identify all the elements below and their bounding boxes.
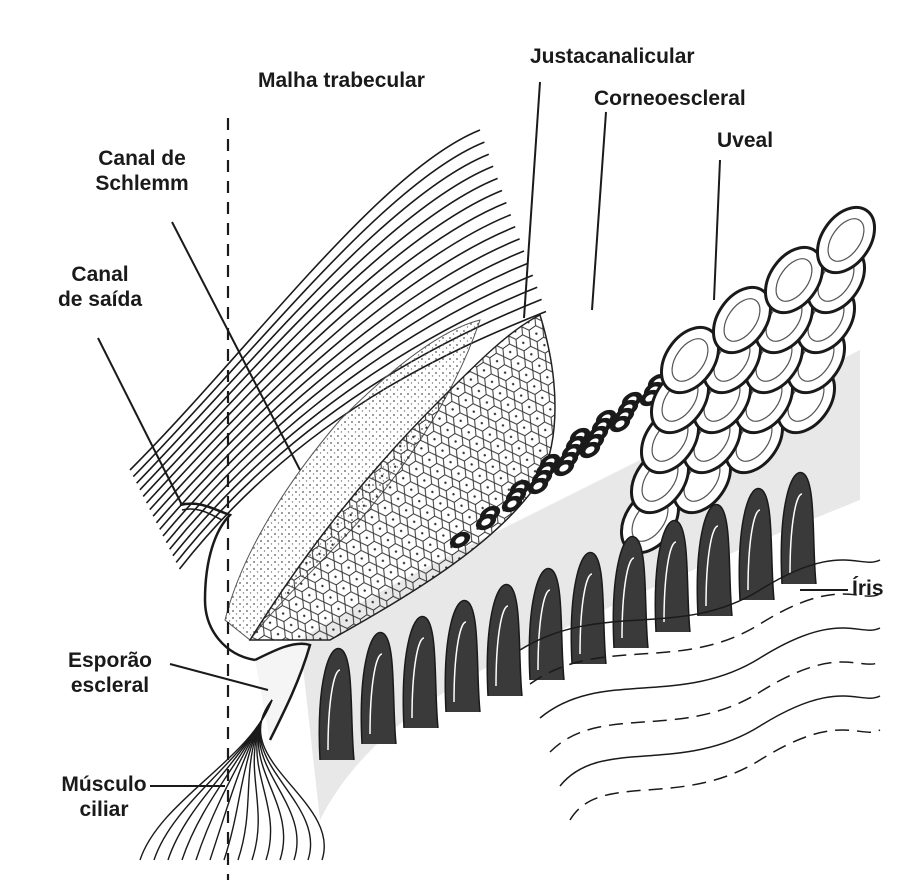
uveal-meshwork [619, 205, 877, 555]
leader-corneoescleral [591, 111, 607, 311]
lamella-line [149, 201, 507, 511]
label-esporao-line1: Esporão [67, 649, 153, 672]
scleral-lamellae [129, 129, 547, 570]
ciliary-fold-highlight [495, 605, 509, 687]
iris-line [569, 729, 881, 821]
label-canal-de-schlemm-line2: Schlemm [95, 172, 189, 195]
sheet-hole-center [507, 500, 517, 508]
muscle-fiber [259, 699, 325, 861]
leader-lines [97, 81, 848, 787]
label-musculo-line1: Músculo [61, 773, 147, 796]
uveal-mesh [763, 245, 825, 315]
sheet-hole-center [481, 518, 491, 526]
ciliary-fold-highlight [747, 509, 761, 591]
corneoscleral-meshwork [248, 313, 556, 641]
label-musculo-line2: ciliar [79, 798, 129, 821]
label-uveal: Uveal [717, 129, 774, 152]
outflow-channel [179, 502, 256, 662]
lamella-line [142, 177, 498, 497]
label-justacanalicular: Justacanalicular [530, 45, 695, 68]
label-corneoescleral: Corneoescleral [594, 87, 746, 110]
label-canal-de-schlemm: Canal de Schlemm [72, 146, 212, 196]
iris-line [539, 627, 881, 719]
uveal-mesh [815, 205, 877, 275]
uveal-mesh-inner [775, 258, 813, 302]
label-canal-de-schlemm-line1: Canal de [98, 147, 186, 170]
sheet-hole-center [585, 446, 595, 454]
lamella-line [132, 141, 485, 478]
label-iris: Íris [852, 577, 884, 600]
lamella-line [175, 298, 542, 563]
uveal-mesh [711, 285, 773, 355]
label-musculo-ciliar: Músculo ciliar [48, 772, 160, 822]
uveal-mesh-inner [671, 338, 709, 382]
label-malha-trabecular: Malha trabecular [258, 69, 425, 92]
leader-esporao [169, 663, 269, 691]
ciliary-fold-highlight [411, 637, 425, 719]
label-esporao-escleral: Esporão escleral [50, 648, 170, 698]
trabecular-sheets [449, 355, 695, 549]
label-canal-de-saida-line2: de saída [57, 288, 143, 311]
lamella-line [172, 286, 538, 557]
label-canal-de-saida-line1: Canal [71, 263, 129, 286]
ciliary-fold-highlight [537, 589, 551, 671]
iris-tissue [519, 559, 881, 821]
sheet-hole-center [615, 420, 625, 428]
ciliary-fold-highlight [369, 653, 383, 735]
ciliary-fold-highlight [327, 669, 341, 751]
lamella-line [162, 250, 525, 537]
ciliary-fold-highlight [789, 493, 803, 575]
iris-line [559, 695, 881, 787]
iris-line [549, 661, 881, 753]
ciliary-folds [318, 471, 817, 761]
muscle-fiber [209, 699, 273, 861]
ciliary-fold-highlight [663, 541, 677, 623]
sheet-hole-center [533, 482, 543, 490]
ciliary-fold-highlight [453, 621, 467, 703]
iris-line [529, 593, 881, 685]
uveal-mesh-inner [827, 218, 865, 262]
lamella-line [136, 153, 490, 484]
lamella-line [139, 165, 494, 491]
sheet-hole-center [455, 536, 465, 544]
sheet-hole-center [559, 464, 569, 472]
lamella-line [152, 213, 512, 517]
lamella-line [155, 226, 516, 524]
uveal-mesh [659, 325, 721, 395]
lamella-line [165, 262, 529, 544]
uveal-mesh-inner [723, 298, 761, 342]
lamella-line [129, 129, 481, 471]
leader-canal-schlemm [171, 221, 301, 471]
leader-justacanalicular [523, 81, 541, 319]
ciliary-fold-highlight [579, 573, 593, 655]
iris-line [519, 559, 881, 651]
ciliary-fold-highlight [705, 525, 719, 607]
label-canal-de-saida: Canal de saída [40, 262, 160, 312]
lamella-line [168, 274, 534, 550]
lamella-line [159, 238, 520, 530]
muscle-fiber [223, 699, 273, 861]
muscle-fiber [153, 699, 273, 861]
ciliary-fold-highlight [621, 557, 635, 639]
leader-uveal [713, 159, 721, 301]
label-esporao-line2: escleral [70, 674, 150, 697]
muscle-fiber [167, 699, 273, 861]
scleral-spur [254, 642, 312, 741]
lamella-line [145, 189, 503, 504]
leader-canal-saida [97, 337, 183, 506]
ciliary-muscle-fibers [139, 699, 325, 861]
